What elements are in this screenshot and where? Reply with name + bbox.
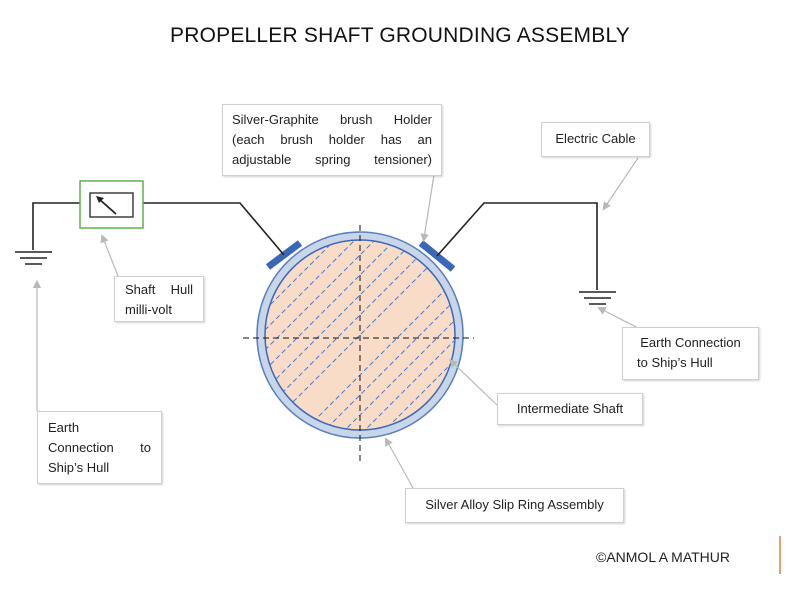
callout-brush-holder: Silver-Graphite brush Holder (each brush… bbox=[222, 104, 442, 176]
meter-needle bbox=[98, 198, 117, 215]
meter-label-line: Shaft Hull bbox=[125, 282, 193, 297]
center-lines bbox=[243, 225, 474, 462]
callout-meter: Shaft Hull milli-volt bbox=[114, 276, 204, 322]
leader-brush-holder bbox=[420, 174, 435, 243]
brush-holder-line: Silver-Graphite brush Holder bbox=[232, 112, 432, 127]
earth-left-line: Earth bbox=[48, 420, 80, 435]
meter-needle-head bbox=[96, 196, 104, 203]
ground-symbol-right bbox=[579, 291, 616, 305]
brush-holder-line: adjustable spring tensioner) bbox=[232, 152, 432, 167]
leader-electric-cable bbox=[602, 157, 639, 211]
copyright-credit: ©ANMOL A MATHUR bbox=[596, 549, 730, 565]
electric-cable-label: Electric Cable bbox=[555, 131, 636, 146]
leader-earth-right bbox=[597, 307, 641, 330]
meter-label-line: milli-volt bbox=[125, 302, 172, 317]
leader-meter bbox=[100, 234, 119, 277]
earth-left-line: Ship’s Hull bbox=[48, 460, 110, 475]
callout-slip-ring: Silver Alloy Slip Ring Assembly bbox=[405, 488, 624, 523]
leader-slip-ring bbox=[384, 437, 414, 489]
leader-arrows bbox=[32, 157, 641, 489]
credit-divider bbox=[779, 536, 781, 574]
ground-symbol-left bbox=[15, 251, 52, 265]
callout-earth-left: Earth Connection to Ship’s Hull bbox=[37, 411, 162, 484]
earth-right-line: to Ship’s Hull bbox=[637, 355, 713, 370]
left-ground-wire bbox=[32, 202, 80, 250]
callout-intermediate-shaft: Intermediate Shaft bbox=[497, 393, 643, 425]
brush-holder-line: (each brush holder has an bbox=[232, 132, 432, 147]
callout-earth-right: Earth Connection to Ship’s Hull bbox=[622, 327, 759, 380]
leader-intermediate-shaft bbox=[448, 359, 498, 406]
earth-right-line: Earth Connection bbox=[640, 335, 741, 350]
left-wire bbox=[143, 202, 285, 256]
page-title: PROPELLER SHAFT GROUNDING ASSEMBLY bbox=[170, 24, 630, 47]
intermediate-shaft-label: Intermediate Shaft bbox=[516, 401, 624, 416]
earth-left-line: Connection to bbox=[48, 440, 151, 455]
shaft-hatching bbox=[265, 240, 455, 430]
callout-electric-cable: Electric Cable bbox=[541, 122, 650, 157]
slip-ring-label: Silver Alloy Slip Ring Assembly bbox=[425, 497, 604, 512]
right-wire bbox=[436, 202, 598, 290]
